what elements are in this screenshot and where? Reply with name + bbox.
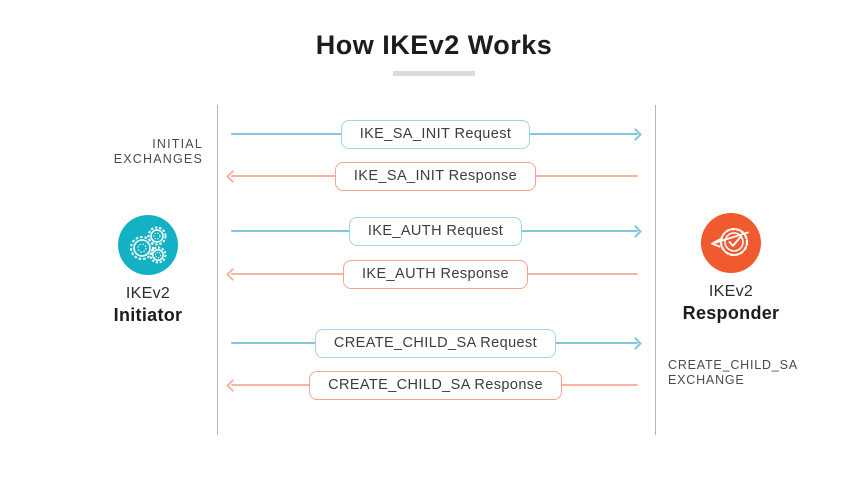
message-ike-auth-response: IKE_AUTH Response xyxy=(226,259,640,289)
message-label: IKE_SA_INIT Response xyxy=(334,161,537,191)
responder-entity: IKEv2 Responder xyxy=(671,213,791,324)
message-label: CREATE_CHILD_SA Request xyxy=(314,328,557,358)
message-label: IKE_AUTH Response xyxy=(342,259,529,289)
arrow-left-icon xyxy=(226,267,239,281)
arrow-left-icon xyxy=(226,169,239,183)
initiator-entity: IKEv2 Initiator xyxy=(88,215,208,326)
arrow-right-icon xyxy=(629,336,642,350)
message-label: IKE_AUTH Request xyxy=(348,216,523,246)
title-underline xyxy=(393,71,475,76)
initiator-role: Initiator xyxy=(113,305,183,325)
create-child-exchange-line1: CREATE_CHILD_SA xyxy=(668,358,798,372)
initiator-name: IKEv2 xyxy=(125,285,171,302)
responder-lifeline xyxy=(655,105,656,435)
initial-exchanges-line1: INITIAL xyxy=(152,137,203,151)
arrow-right-icon xyxy=(629,127,642,141)
create-child-exchange-line2: EXCHANGE xyxy=(668,372,745,387)
message-ike-sa-init-response: IKE_SA_INIT Response xyxy=(226,161,640,191)
message-ike-sa-init-request: IKE_SA_INIT Request xyxy=(231,119,642,149)
initial-exchanges-label: INITIAL EXCHANGES xyxy=(114,137,203,167)
message-create-child-sa-request: CREATE_CHILD_SA Request xyxy=(231,328,642,358)
message-label: IKE_SA_INIT Request xyxy=(340,119,531,149)
message-ike-auth-request: IKE_AUTH Request xyxy=(231,216,642,246)
arrow-left-icon xyxy=(226,378,239,392)
page-title: How IKEv2 Works xyxy=(315,30,553,60)
responder-role: Responder xyxy=(682,303,780,323)
message-create-child-sa-response: CREATE_CHILD_SA Response xyxy=(226,370,640,400)
message-label: CREATE_CHILD_SA Response xyxy=(309,370,562,400)
gears-icon xyxy=(118,215,178,275)
verified-badge-icon xyxy=(701,213,761,273)
responder-name: IKEv2 xyxy=(708,283,754,300)
arrow-right-icon xyxy=(629,224,642,238)
create-child-exchange-label: CREATE_CHILD_SA EXCHANGE xyxy=(668,358,798,388)
initial-exchanges-line2: EXCHANGES xyxy=(113,151,203,166)
initiator-lifeline xyxy=(217,105,218,435)
